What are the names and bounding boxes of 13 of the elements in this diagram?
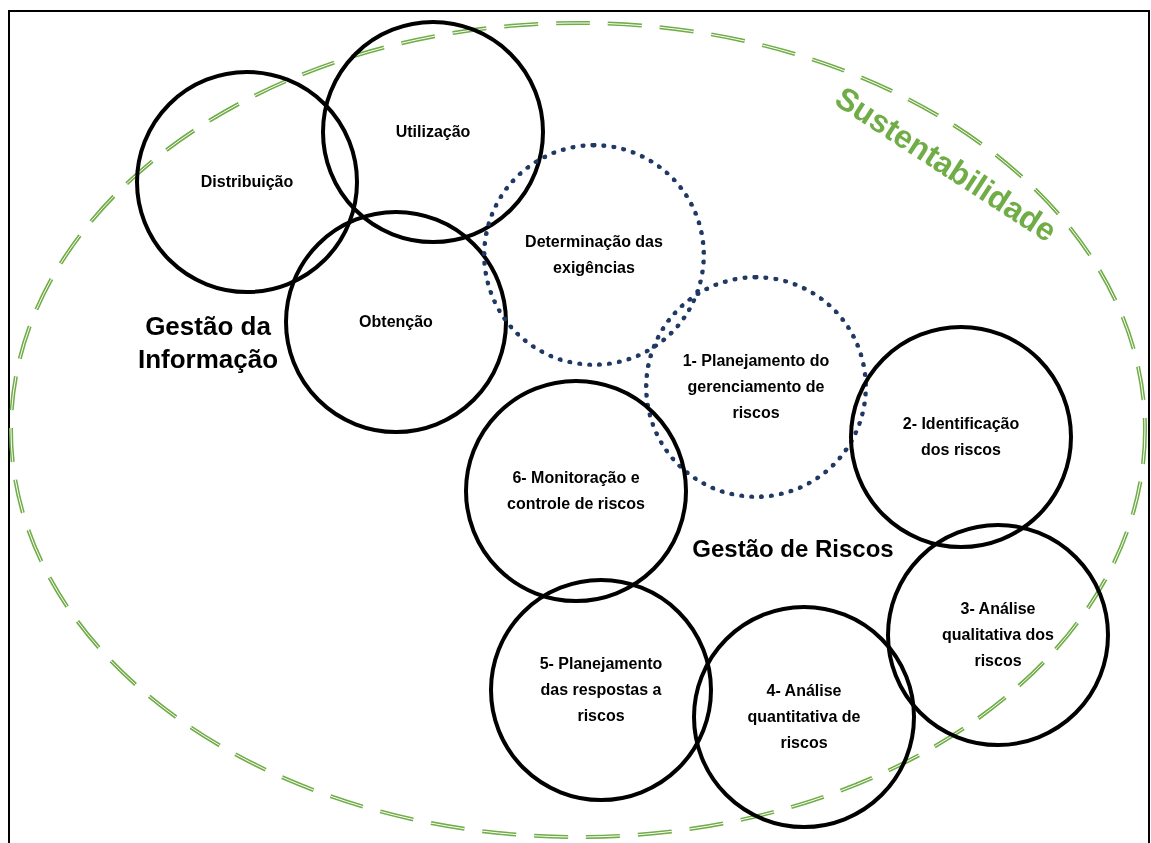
- circle-label: 5- Planejamento das respostas a riscos: [538, 654, 664, 726]
- group-label: Gestão de Riscos: [691, 534, 895, 564]
- group-label: Gestão da Informação: [136, 309, 280, 375]
- circle-label: 2- Identificação dos riscos: [901, 414, 1021, 460]
- circle-label: 1- Planejamento do gerenciamento de riscos: [682, 351, 830, 423]
- circle-label: Obtenção: [359, 312, 433, 332]
- dashed-ellipse: [8, 20, 1148, 840]
- circle-label: Determinação das exigências: [524, 232, 664, 278]
- circle-label: 3- Análise qualitativa dos riscos: [941, 599, 1055, 671]
- circle-label: Distribuição: [200, 172, 294, 192]
- circle-label: 4- Análise quantitativa de riscos: [746, 681, 862, 753]
- circle-label: 6- Monitoração e controle de riscos: [506, 468, 646, 514]
- circle-label: Utilização: [395, 122, 471, 142]
